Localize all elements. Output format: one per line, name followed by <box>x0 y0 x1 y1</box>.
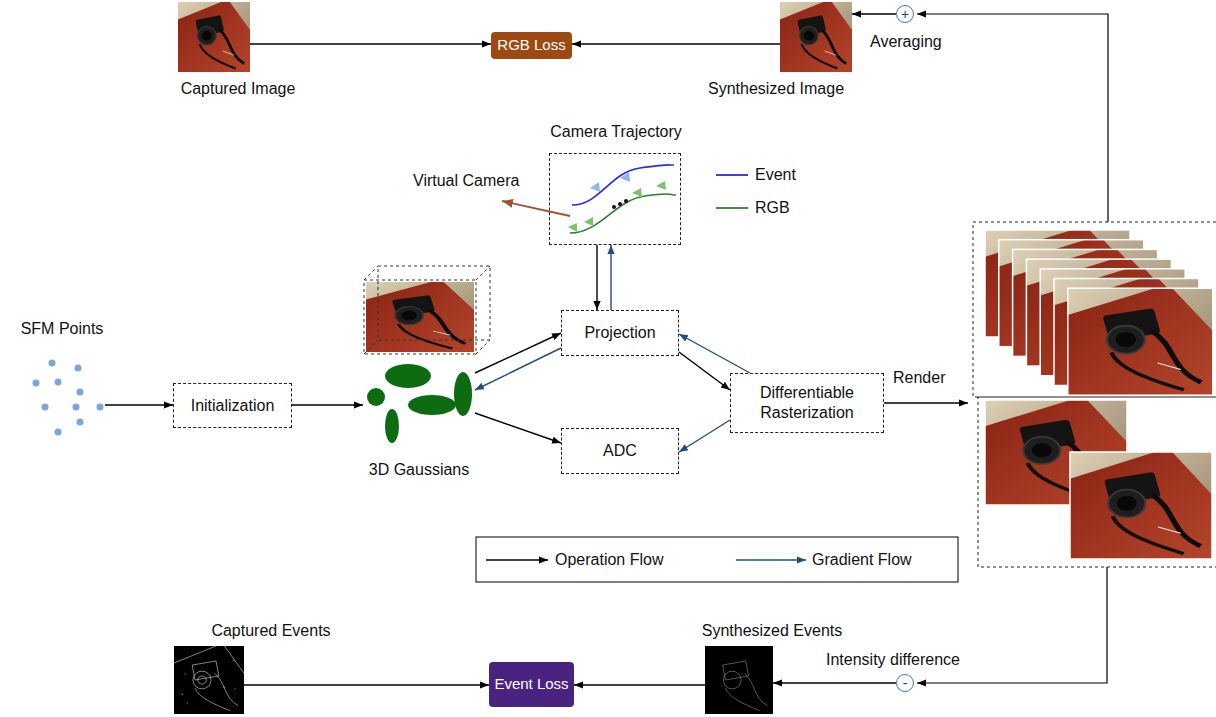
flow-arrow <box>574 684 705 685</box>
caption: Captured Image <box>181 79 296 99</box>
flow-arrow <box>475 333 561 373</box>
scene-cube <box>364 266 490 354</box>
sfm-dots <box>33 360 104 436</box>
gradient-arrow <box>679 420 730 452</box>
photo <box>780 2 852 72</box>
node-label: ADC <box>603 441 637 461</box>
sum-operator: + <box>896 5 914 23</box>
flow-arrow <box>244 684 489 685</box>
operation-label: Averaging <box>870 32 942 51</box>
node-label: + <box>901 7 909 21</box>
legend-arrow <box>736 559 806 560</box>
rgb-trajectory <box>570 194 676 233</box>
caption: Captured Events <box>211 621 330 641</box>
flow-arrow <box>852 13 896 14</box>
event-trajectory <box>572 165 674 205</box>
gaussian-ellipses <box>367 364 472 443</box>
photo <box>178 2 250 72</box>
legend-line <box>716 207 748 209</box>
node-label: Projection <box>584 323 655 343</box>
legend-label: Gradient Flow <box>812 550 912 569</box>
event-frame <box>174 646 244 714</box>
legend-label: Event <box>755 165 796 184</box>
captured-image: Captured Image <box>178 2 250 72</box>
node-label: RGB Loss <box>497 36 565 54</box>
rendered-frames <box>973 222 1216 567</box>
virtual-camera-arrow <box>502 201 570 216</box>
synthesized-image: Synthesized Image <box>780 2 852 72</box>
operation-label: Intensity difference <box>826 650 960 669</box>
caption: Synthesized Events <box>702 621 843 641</box>
flow-arrow <box>572 43 780 44</box>
event-frame <box>705 646 773 714</box>
node-label: Differentiable Rasterization <box>741 383 873 422</box>
gradient-arrow <box>610 245 611 310</box>
event-image: Captured Events <box>174 646 244 714</box>
synthesized-event-image: Synthesized Events <box>705 646 773 714</box>
loss-box: Event Loss <box>489 662 574 707</box>
process-box: ADC <box>561 428 679 474</box>
point-cloud: SFM Points <box>25 357 105 437</box>
caption: 3D Gaussians <box>369 460 470 480</box>
caption: Camera Trajectory <box>550 122 682 142</box>
legend-box <box>476 537 958 582</box>
legend-label: RGB <box>755 198 790 217</box>
difference-operator: - <box>896 674 914 692</box>
caption: SFM Points <box>21 319 104 339</box>
gaussian-set: 3D Gaussians <box>363 360 475 446</box>
flow-arrow <box>475 413 561 443</box>
process-box: Projection <box>561 310 679 356</box>
flow-arrow <box>292 404 363 405</box>
flow-arrow <box>596 245 597 310</box>
flow-line <box>917 14 1108 222</box>
loss-box: RGB Loss <box>491 32 572 59</box>
node-label: Initialization <box>191 396 275 416</box>
gradient-arrow <box>475 348 561 390</box>
flow-arrow <box>773 682 896 683</box>
render-arrow <box>884 402 968 403</box>
legend-label: Operation Flow <box>555 550 664 569</box>
flow-arrow <box>250 43 491 44</box>
legend-line <box>716 174 748 176</box>
trajectory-box: Camera Trajectory <box>549 153 681 245</box>
camera-label: Virtual Camera <box>413 171 519 190</box>
node-label: Event Loss <box>494 675 568 693</box>
process-box: Differentiable Rasterization <box>730 373 884 433</box>
caption: Synthesized Image <box>708 79 844 99</box>
flow-arrow <box>105 404 173 405</box>
legend-arrow <box>486 559 548 560</box>
node-label: - <box>903 676 908 690</box>
operation-label: Render <box>893 368 945 387</box>
process-box: Initialization <box>173 383 292 428</box>
gradient-arrow <box>679 334 750 373</box>
camera-markers <box>568 172 666 232</box>
